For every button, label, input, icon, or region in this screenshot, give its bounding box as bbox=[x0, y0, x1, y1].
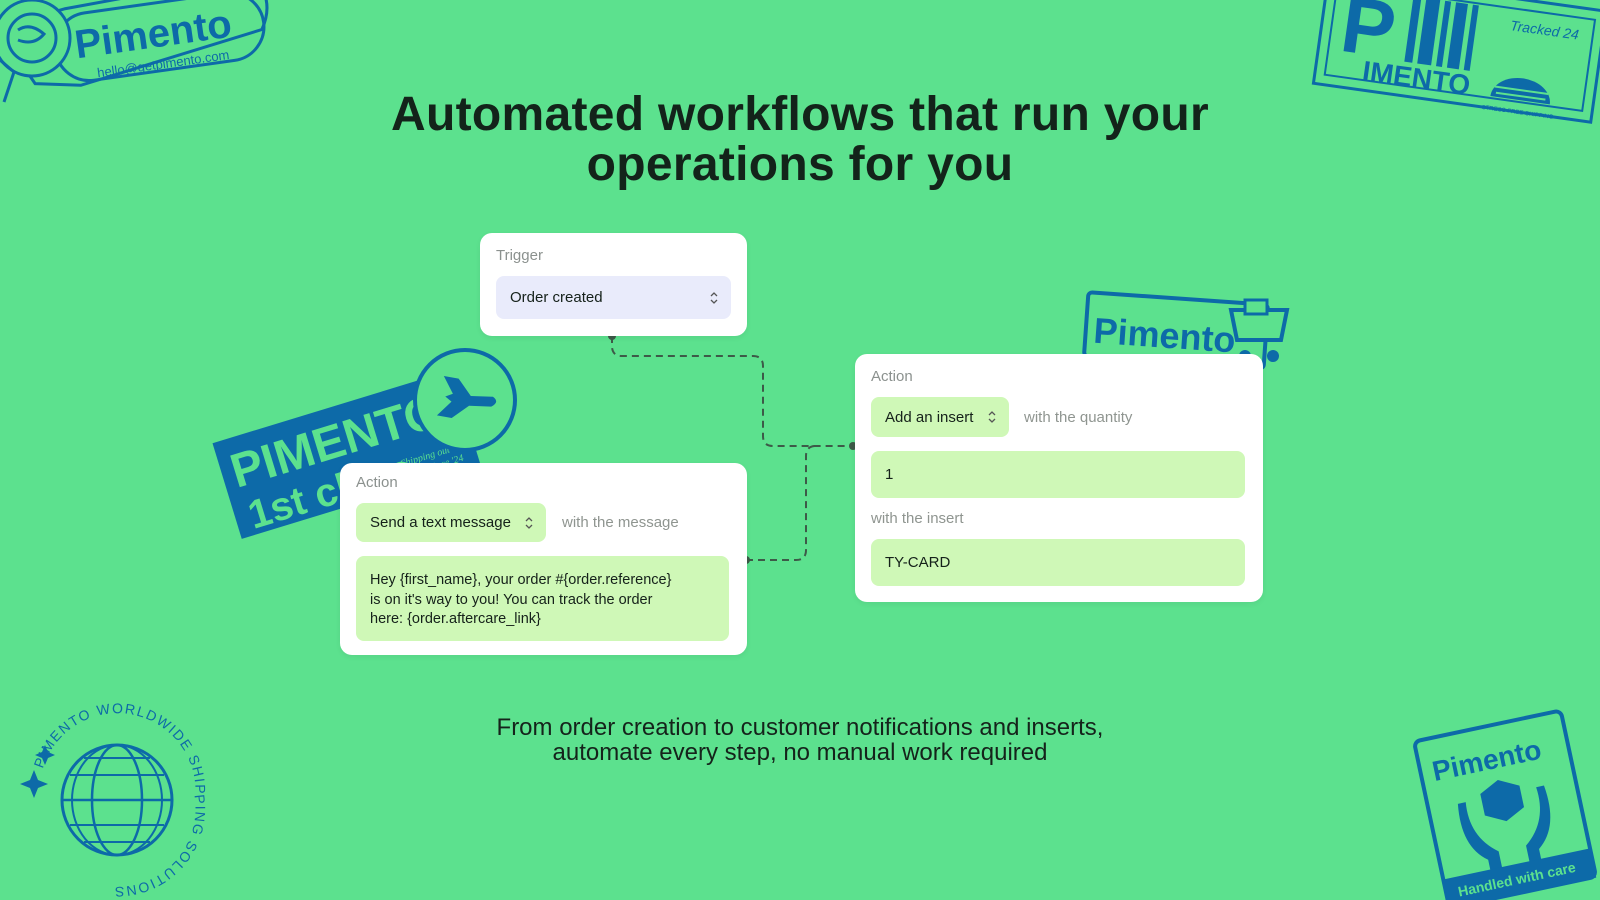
trigger-card: Trigger Order created bbox=[480, 233, 747, 336]
connector-sms-to-branch bbox=[746, 445, 817, 561]
sms-message-line-1: Hey {first_name}, your order #{order.ref… bbox=[370, 572, 672, 588]
sms-action-select-value: Send a text message bbox=[370, 514, 511, 531]
cart-sticker: Pimento bbox=[1082, 290, 1290, 371]
subheadline-line-2: automate every step, no manual work requ… bbox=[552, 739, 1048, 766]
subheadline-line-1: From order creation to customer notifica… bbox=[496, 714, 1104, 741]
cart-brand: Pimento bbox=[1092, 310, 1237, 361]
insert-action-select[interactable]: Add an insert bbox=[871, 397, 1009, 437]
chevron-updown-icon bbox=[988, 411, 996, 423]
sms-action-label: Action bbox=[356, 474, 398, 491]
chevron-updown-icon bbox=[710, 291, 718, 304]
insert-value: TY-CARD bbox=[885, 554, 951, 571]
trigger-label: Trigger bbox=[496, 247, 543, 264]
connector-trigger-to-insert bbox=[611, 336, 853, 447]
sms-message-hint: with the message bbox=[562, 514, 679, 531]
insert-field[interactable]: TY-CARD bbox=[871, 539, 1245, 586]
quantity-field[interactable]: 1 bbox=[871, 451, 1245, 498]
sms-action-select[interactable]: Send a text message bbox=[356, 503, 546, 542]
hands-sticker: Pimento Handled with care bbox=[1413, 709, 1597, 900]
sms-message-textarea[interactable]: Hey {first_name}, your order #{order.ref… bbox=[356, 556, 729, 641]
headline-line-2: operations for you bbox=[586, 138, 1014, 191]
trigger-select-value: Order created bbox=[510, 289, 603, 306]
headline: Automated workflows that run your operat… bbox=[0, 90, 1600, 190]
insert-action-label: Action bbox=[871, 368, 913, 385]
insert-hint: with the insert bbox=[871, 510, 964, 527]
sms-message-line-2: is on it's way to you! You can track the… bbox=[370, 591, 653, 608]
trigger-select[interactable]: Order created bbox=[496, 276, 731, 319]
quantity-hint: with the quantity bbox=[1024, 409, 1133, 426]
insert-action-card: Action Add an insert with the quantity 1… bbox=[855, 354, 1263, 602]
sms-action-card: Action Send a text message with the mess… bbox=[340, 463, 747, 655]
insert-action-select-value: Add an insert bbox=[885, 408, 974, 426]
sms-message-line-3: here: {order.aftercare_link} bbox=[370, 611, 541, 627]
quantity-value: 1 bbox=[885, 466, 894, 483]
stamp-sticker: P IMENTO Tracked 24 STRESS-FREE SHIPPING bbox=[1311, 0, 1600, 124]
subheadline: From order creation to customer notifica… bbox=[0, 715, 1600, 765]
chevron-updown-icon bbox=[525, 516, 533, 529]
plane-icon bbox=[436, 375, 497, 418]
stamp-big-letter: P bbox=[1336, 0, 1401, 75]
headline-line-1: Automated workflows that run your bbox=[391, 88, 1209, 141]
